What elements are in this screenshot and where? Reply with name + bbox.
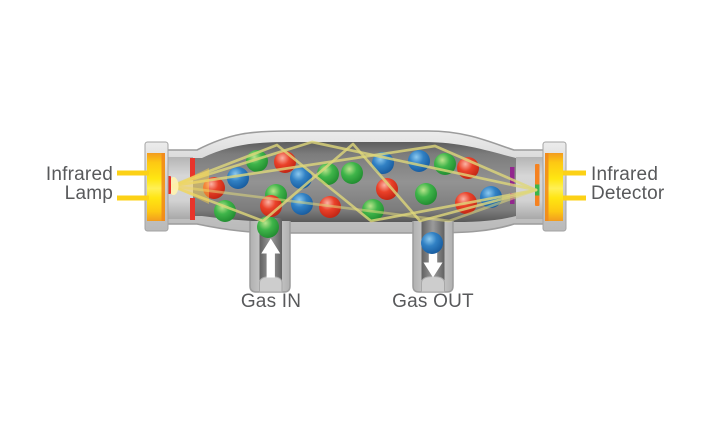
infrared-detector-label: Infrared Detector [591, 165, 701, 203]
detector-lead-bottom [563, 195, 586, 201]
infrared-detector-label-line2: Detector [591, 183, 665, 204]
gas-in-label: Gas IN [240, 291, 302, 312]
infrared-lamp-assembly [117, 141, 169, 232]
gas-molecule-blue [421, 232, 443, 254]
infrared-lamp-label-line2: Lamp [64, 183, 113, 204]
purple-filter-segment-top [510, 167, 515, 186]
gas-in-tube-mouth [259, 275, 283, 293]
infrared-ray [169, 184, 538, 223]
gas-molecule-green [415, 183, 437, 205]
gas-molecule-green [341, 162, 363, 184]
infrared-rays [169, 140, 538, 223]
gas-molecule-blue [291, 193, 313, 215]
infrared-detector-assembly [542, 141, 586, 232]
infrared-ray [169, 144, 538, 192]
gas-in-arrow-up-icon [261, 238, 281, 278]
lamp-window-segment-top [190, 158, 195, 180]
lamp-bulb-inner-edge [161, 153, 165, 221]
infrared-ray [169, 140, 538, 192]
lamp-glow-fan [171, 168, 209, 204]
lamp-window-segment-bottom [190, 198, 195, 220]
infrared-ray [169, 143, 538, 223]
gas-molecule-red [203, 177, 225, 199]
detector-body-bar [545, 153, 563, 221]
detector-sensor-bar [535, 164, 540, 206]
detector-lead-top [563, 170, 586, 176]
infrared-lamp-label-line1: Infrared [45, 164, 113, 185]
detector-body-inner-edge [545, 153, 549, 221]
infrared-detector-label-line1: Infrared [591, 164, 659, 185]
lamp-lead-top [117, 170, 149, 176]
lamp-lead-bottom [117, 195, 149, 201]
infrared-lamp-label: Infrared Lamp [18, 165, 113, 203]
lamp-window-red [190, 158, 195, 220]
infrared-ray [169, 142, 538, 223]
gas-out-label: Gas OUT [392, 291, 474, 312]
gas-molecule-blue [408, 150, 430, 172]
gas-out-tube-mouth [421, 275, 445, 293]
gas-out-arrow-down-icon [423, 249, 443, 278]
gas-molecule-red [376, 178, 398, 200]
lamp-bulb-bar [147, 153, 165, 221]
gas-molecule-green [362, 199, 384, 221]
gas-molecule-blue [227, 167, 249, 189]
